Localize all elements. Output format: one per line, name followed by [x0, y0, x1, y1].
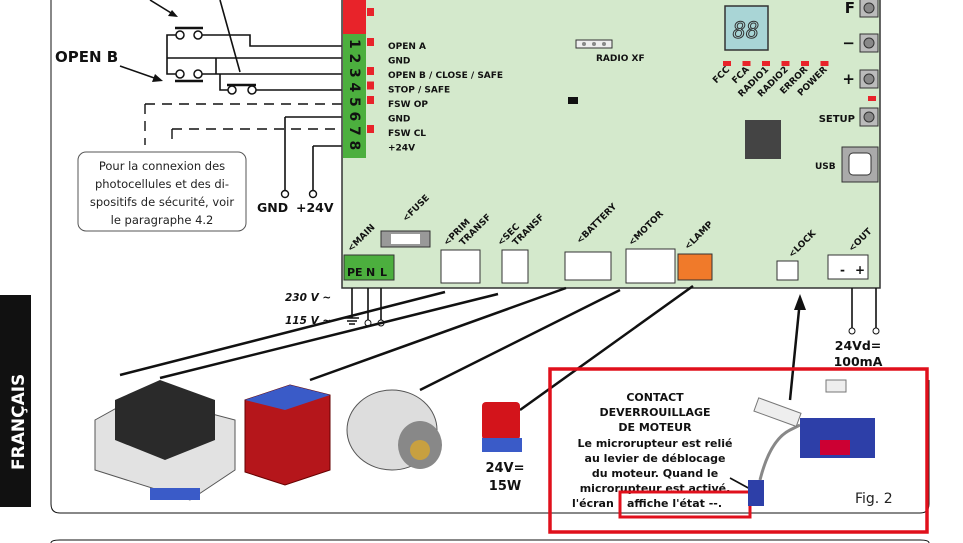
motor-connector [625, 248, 676, 284]
text-label: N [366, 266, 375, 279]
text-label: DE MOTEUR [618, 421, 692, 434]
highlight-frame [548, 367, 929, 534]
radio-xf-label: RADIO XF [596, 54, 645, 64]
text-label: 88 [733, 19, 760, 44]
lock-callout: CONTACT DEVERROUILLAGE DE MOTEUR Le micr… [548, 367, 929, 534]
button-label: + [842, 70, 855, 88]
terminal-led [367, 125, 374, 133]
terminal-led [367, 96, 374, 104]
text-label: USB [815, 162, 836, 172]
gnd-label: GND [257, 200, 288, 215]
microswitch-image [748, 379, 875, 506]
text-label: 230 V ~ [285, 292, 331, 304]
next-frame [50, 539, 930, 543]
connection-lines [119, 284, 806, 412]
terminal-label: GND [388, 57, 410, 67]
status-led [781, 61, 790, 66]
text-label: DEVERROUILLAGE [599, 406, 710, 419]
text-label: + [855, 263, 865, 277]
text-label: l'écran [572, 497, 614, 510]
text-label: Le microrupteur est relié [578, 437, 733, 450]
switches: OPEN B GND +24V [55, 0, 342, 215]
terminal-number: 4 [346, 83, 362, 93]
text-label: du moteur. Quand le [592, 467, 718, 480]
terminal-led [367, 8, 374, 16]
terminal-number: 6 [346, 112, 362, 122]
text-label: le paragraphe 4.2 [111, 213, 214, 227]
terminal-number: 8 [346, 141, 362, 151]
prim-transf-connector [440, 249, 481, 284]
terminal-led [367, 38, 374, 46]
text-label: 24V= [485, 461, 524, 476]
main-connector [343, 254, 395, 281]
text-label: 100mA [834, 354, 883, 369]
terminal-number: 1 [346, 39, 362, 49]
terminal-led [367, 67, 374, 75]
terminal-label: FSW OP [388, 100, 428, 110]
seven-segment-display [724, 5, 769, 51]
terminal-number: 7 [346, 126, 362, 136]
lamp-image: 24V= 15W [482, 402, 525, 494]
terminal-label: +24V [388, 144, 415, 154]
terminal-number: 3 [346, 68, 362, 78]
text-label: au levier de déblocage [585, 452, 726, 465]
out-connector [827, 254, 869, 280]
lamp-connector [677, 253, 713, 281]
status-led [723, 61, 731, 66]
text-label: PE [347, 266, 363, 279]
button-knob [863, 2, 875, 14]
status-led [742, 61, 751, 66]
text-label: affiche l'état --. [627, 497, 722, 510]
battery-connector [564, 251, 612, 281]
terminal-number: 5 [346, 97, 362, 107]
terminal-label: FSW CL [388, 129, 426, 139]
text-label: Pour la connexion des [99, 159, 225, 173]
text-label: photocellules et des di- [95, 177, 229, 191]
status-led [820, 61, 829, 66]
text-label: 15W [489, 479, 521, 494]
button-label: − [842, 34, 855, 52]
button-knob [863, 73, 875, 85]
language-tab: FRANÇAIS [0, 295, 31, 507]
text-label: CONTACT [626, 391, 684, 404]
battery-image [244, 384, 331, 486]
status-led [801, 61, 809, 66]
terminal-led [367, 81, 374, 90]
text-label: 115 V ~ [285, 315, 331, 327]
transformer-image [94, 380, 236, 501]
lock-connector [776, 260, 799, 281]
button-label: SETUP [819, 114, 855, 125]
text-label: L [380, 266, 387, 279]
terminal-label: OPEN B / CLOSE / SAFE [388, 71, 503, 81]
button-knob [863, 111, 875, 123]
motor-image [346, 389, 442, 471]
button-label: F [845, 0, 855, 17]
terminal-label: OPEN A [388, 42, 426, 52]
text-label: 24Vd= [835, 338, 882, 353]
status-led [762, 61, 770, 66]
figure-number: Fig. 2 [855, 491, 893, 507]
open-b-label: OPEN B [55, 48, 118, 66]
button-knob [863, 37, 875, 49]
terminal-block [343, 34, 366, 158]
note-box: Pour la connexion des photocellules et d… [77, 151, 247, 232]
terminal-number: 2 [346, 54, 362, 64]
terminal-label: STOP / SAFE [388, 86, 450, 96]
control-board: 1 2 3 4 5 6 7 8 OPEN A GND OPEN B / CLOSE / SAFE S… [341, 0, 881, 289]
components: 24V= 15W [94, 380, 525, 501]
terminal-label: GND [388, 115, 410, 125]
text-label: - [840, 263, 845, 277]
chip [745, 120, 781, 159]
red-connector [343, 0, 366, 34]
language-label: FRANÇAIS [9, 374, 29, 470]
plus24v-label: +24V [296, 200, 334, 215]
sec-transf-connector [501, 249, 529, 284]
text-label: spositifs de sécurité, voir [90, 195, 234, 209]
